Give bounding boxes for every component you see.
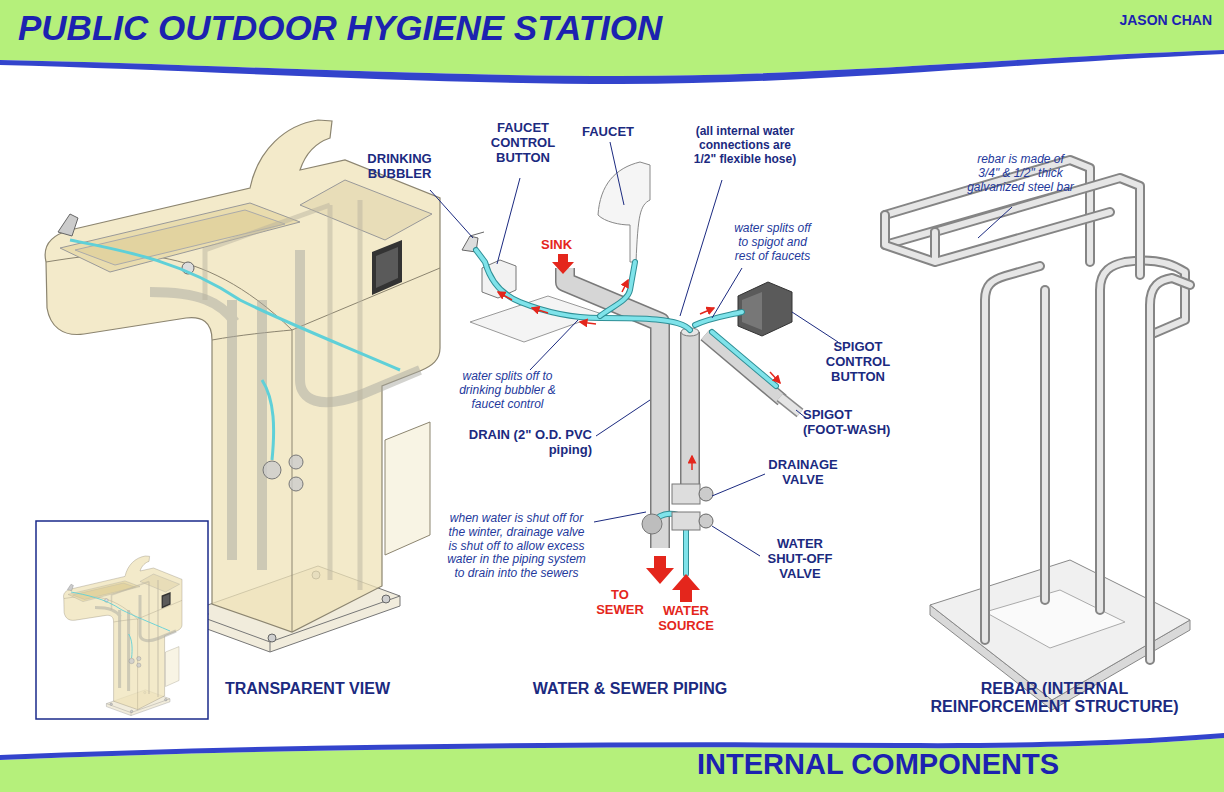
piping-illustration <box>476 250 690 330</box>
leader-line <box>596 400 650 436</box>
rebar-illustration <box>1100 260 1185 610</box>
note-text: water splits off to drinking bubbler & f… <box>445 370 570 411</box>
leader-line <box>594 512 646 522</box>
station-transparent-view <box>385 422 430 555</box>
piping-illustration <box>695 312 742 325</box>
header-band <box>0 0 1224 84</box>
station-transparent-view <box>263 461 281 479</box>
rebar-illustration <box>885 212 1110 262</box>
view-caption: REBAR (INTERNAL REINFORCEMENT STRUCTURE) <box>922 680 1187 717</box>
note-text: water splits off to spigot and rest of f… <box>730 222 815 263</box>
piping-illustration <box>682 332 699 500</box>
piping-illustration <box>600 262 635 316</box>
piping-illustration <box>712 332 776 386</box>
station-transparent-view <box>372 240 402 295</box>
rebar-illustration <box>1150 278 1190 660</box>
piping-illustration <box>742 292 762 330</box>
station-transparent-view <box>382 595 390 603</box>
piping-illustration <box>580 322 596 324</box>
rebar-illustration <box>1040 290 1050 600</box>
station-transparent-view <box>70 240 400 460</box>
part-label: SPIGOT (FOOT-WASH) <box>803 408 898 438</box>
piping-illustration <box>476 250 690 330</box>
piping-illustration <box>699 487 713 501</box>
inset-frame <box>36 521 208 719</box>
piping-illustration <box>598 162 650 262</box>
part-label: DRAINAGE VALVE <box>763 458 843 488</box>
piping-illustration <box>705 335 782 400</box>
piping-illustration <box>672 574 700 602</box>
piping-illustration <box>642 514 662 534</box>
piping-illustration <box>646 556 674 584</box>
leader-line <box>680 180 722 316</box>
rebar-illustration <box>885 212 1110 262</box>
rebar-illustration <box>985 266 1040 640</box>
flow-label: SINK <box>541 238 586 253</box>
leader-line <box>712 526 760 556</box>
leader-line <box>530 320 578 370</box>
header-band <box>0 50 1224 84</box>
page-title: PUBLIC OUTDOOR HYGIENE STATION <box>18 8 778 48</box>
piping-illustration <box>622 280 628 292</box>
part-label: FAUCET CONTROL BUTTON <box>483 121 563 166</box>
piping-illustration <box>672 484 700 504</box>
rebar-illustration <box>885 160 1190 710</box>
author-name: JASON CHAN <box>1000 12 1212 28</box>
station-transparent-view <box>289 455 303 469</box>
station-transparent-view <box>289 477 303 491</box>
leader-line <box>712 268 742 318</box>
rebar-illustration <box>985 266 1040 640</box>
part-label: DRINKING BUBBLER <box>357 152 442 182</box>
part-label: FAUCET <box>582 125 652 140</box>
station-transparent-view <box>205 200 360 590</box>
rebar-illustration <box>1042 290 1048 600</box>
flow-label: WATER SOURCE <box>655 604 717 634</box>
part-label: SPIGOT CONTROL BUTTON <box>818 340 898 385</box>
piping-illustration <box>695 312 742 325</box>
piping-illustration <box>700 308 714 314</box>
piping-illustration <box>691 456 693 470</box>
piping-illustration <box>712 332 776 386</box>
footer-band <box>0 733 1224 792</box>
leader-line <box>430 190 473 238</box>
part-label: WATER SHUT-OFF VALVE <box>760 537 840 582</box>
piping-illustration <box>600 262 635 316</box>
piping-illustration <box>705 335 782 400</box>
footer-heading: INTERNAL COMPONENTS <box>697 748 1157 781</box>
rebar-illustration <box>1100 260 1185 610</box>
piping-illustration <box>552 254 574 274</box>
view-caption: TRANSPARENT VIEW <box>200 680 415 698</box>
piping-illustration <box>699 514 713 528</box>
piping-illustration <box>672 512 700 530</box>
station-transparent-view <box>58 214 78 236</box>
note-text: (all internal water connections are 1/2"… <box>691 125 799 166</box>
note-text: rebar is made of 3/4" & 1/2" thick galva… <box>966 153 1075 194</box>
piping-illustration <box>498 292 512 300</box>
piping-illustration <box>770 372 780 383</box>
view-caption: WATER & SEWER PIPING <box>510 680 750 698</box>
leader-line <box>497 178 520 264</box>
leader-line <box>430 142 1012 556</box>
station-transparent-view <box>60 203 300 272</box>
flow-label: TO SEWER <box>590 588 650 618</box>
part-label: DRAIN (2" O.D. PVC piping) <box>442 428 592 458</box>
leader-line <box>792 312 838 342</box>
leader-line <box>610 142 624 205</box>
inset-frame <box>64 556 182 716</box>
station-transparent-view <box>75 210 285 265</box>
piping-illustration <box>680 332 700 500</box>
piping-illustration <box>532 308 548 313</box>
station-transparent-view <box>268 634 276 642</box>
piping-illustration <box>738 282 792 336</box>
rebar-illustration <box>1150 278 1190 660</box>
inset-frame <box>36 521 208 719</box>
leader-line <box>712 474 765 496</box>
station-transparent-view <box>376 247 398 288</box>
leader-line <box>978 207 1012 238</box>
piping-illustration <box>462 232 484 252</box>
note-text: when water is shut off for the winter, d… <box>446 512 587 581</box>
header-band <box>0 0 1224 76</box>
